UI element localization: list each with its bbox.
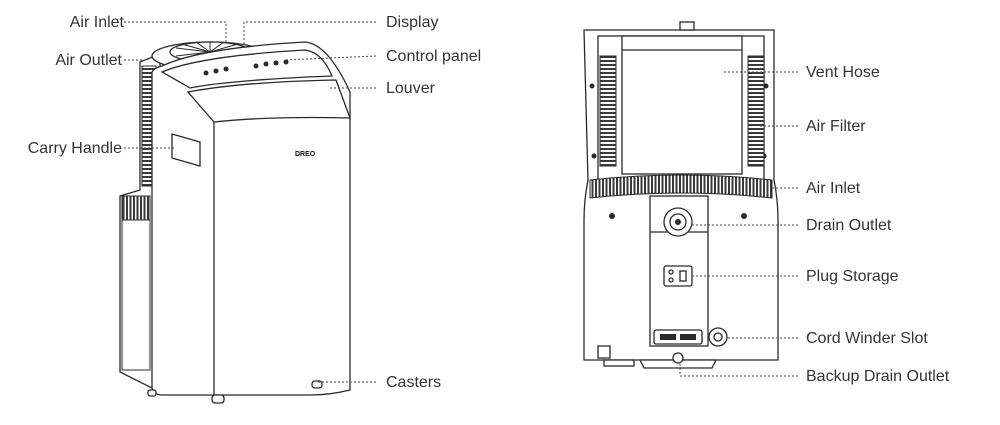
label-vent-hose: Vent Hose bbox=[806, 64, 880, 81]
casters-wheels bbox=[147, 380, 323, 404]
vent-hose-cover bbox=[621, 35, 743, 175]
label-display: Display bbox=[386, 14, 438, 31]
front-view-unit: DREO bbox=[119, 41, 351, 404]
side-lower-panel bbox=[121, 219, 151, 371]
label-control-panel: Control panel bbox=[386, 48, 481, 65]
label-cord-winder-slot: Cord Winder Slot bbox=[806, 330, 928, 347]
front-unit-body bbox=[151, 41, 351, 396]
front-labels: Air Inlet Air Outlet Carry Handle Displa… bbox=[28, 14, 481, 391]
label-air-filter: Air Filter bbox=[806, 118, 866, 135]
label-plug-storage: Plug Storage bbox=[806, 268, 899, 285]
side-lower-grille bbox=[121, 195, 151, 221]
label-drain-outlet: Drain Outlet bbox=[806, 217, 892, 234]
leader-lines bbox=[124, 21, 798, 383]
cord-winder-slot bbox=[653, 329, 703, 345]
front-unit-top-face bbox=[160, 49, 333, 89]
backup-drain-outlet-port bbox=[672, 352, 684, 364]
label-air-inlet-back: Air Inlet bbox=[806, 180, 861, 197]
control-panel-buttons bbox=[203, 59, 289, 76]
label-air-outlet: Air Outlet bbox=[55, 52, 122, 69]
plug-storage-holder bbox=[663, 265, 693, 287]
air-filter-right bbox=[747, 55, 765, 167]
brand-logo: DREO bbox=[295, 151, 316, 158]
air-filter-left bbox=[599, 55, 617, 167]
label-air-inlet-front: Air Inlet bbox=[70, 14, 125, 31]
label-carry-handle: Carry Handle bbox=[28, 140, 122, 157]
label-backup-drain-outlet: Backup Drain Outlet bbox=[806, 368, 950, 385]
carry-handle-slot bbox=[171, 133, 201, 167]
back-air-inlet-grille bbox=[589, 174, 773, 199]
front-louver bbox=[186, 79, 351, 123]
label-casters: Casters bbox=[386, 374, 441, 391]
label-louver: Louver bbox=[386, 80, 436, 97]
back-view-unit bbox=[583, 21, 779, 369]
back-labels: Vent Hose Air Filter Air Inlet Drain Out… bbox=[806, 64, 950, 385]
